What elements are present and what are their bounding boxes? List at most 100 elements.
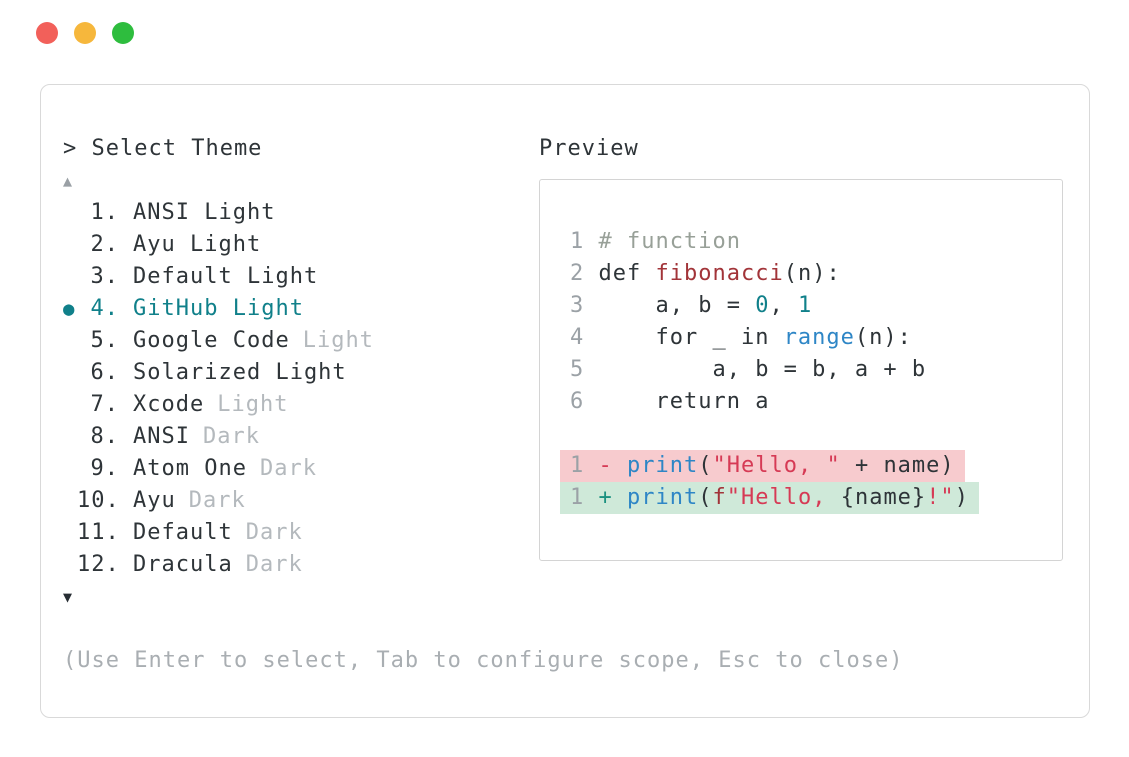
- line-number: 1: [570, 229, 599, 254]
- theme-option[interactable]: 5. Google Code Light: [41, 325, 521, 357]
- diff-removed-line: 1 - print("Hello, " + name): [540, 450, 1062, 482]
- code-token: {name}: [840, 485, 927, 510]
- option-number: 1.: [90, 200, 119, 225]
- option-number: 9.: [90, 456, 119, 481]
- code-token: for _ in: [598, 325, 784, 350]
- code-token: ,: [769, 293, 798, 318]
- option-suffix: Light: [302, 328, 374, 353]
- option-label: Solarized Light: [133, 360, 347, 385]
- code-token: f: [712, 485, 727, 510]
- option-number: 10.: [77, 488, 120, 513]
- code-token: print: [627, 485, 699, 510]
- option-number: 8.: [90, 424, 119, 449]
- code-token: !": [926, 485, 955, 510]
- option-suffix: Dark: [245, 520, 303, 545]
- option-label: Google Code: [133, 328, 290, 353]
- theme-option[interactable]: 9. Atom One Dark: [41, 453, 521, 485]
- diff-added-line: 1 + print(f"Hello, {name}!"): [540, 482, 1062, 514]
- minimize-button-icon[interactable]: [74, 22, 96, 44]
- line-number: 5: [570, 357, 599, 382]
- theme-option[interactable]: 12. Dracula Dark: [41, 549, 521, 581]
- code-token: # function: [598, 229, 741, 254]
- theme-picker-window: > Select Theme ▲ 1.ANSI Light 2.Ayu Ligh…: [40, 84, 1090, 718]
- option-label: GitHub Light: [133, 296, 304, 321]
- theme-option[interactable]: 11. Default Dark: [41, 517, 521, 549]
- option-label: Default: [133, 520, 233, 545]
- code-token: return a: [598, 389, 770, 414]
- option-number: 3.: [90, 264, 119, 289]
- line-number: 2: [570, 261, 599, 286]
- option-number: 5.: [90, 328, 119, 353]
- code-token: def: [598, 261, 656, 286]
- code-token: "Hello,: [726, 485, 841, 510]
- code-token: 1: [797, 293, 813, 318]
- removed-highlight: 1 - print("Hello, " + name): [560, 450, 965, 482]
- code-token: range: [783, 325, 855, 350]
- scroll-down-icon[interactable]: ▼: [63, 588, 73, 606]
- option-suffix: Dark: [245, 552, 303, 577]
- preview-pane: 1 # function 2 def fibonacci(n): 3 a, b …: [539, 179, 1063, 561]
- theme-option[interactable]: 6. Solarized Light: [41, 357, 521, 389]
- theme-option[interactable]: 10. Ayu Dark: [41, 485, 521, 517]
- option-suffix: Dark: [259, 456, 317, 481]
- zoom-button-icon[interactable]: [112, 22, 134, 44]
- option-suffix: Dark: [188, 488, 246, 513]
- option-number: 12.: [77, 552, 120, 577]
- preview-title: Preview: [539, 136, 639, 161]
- option-number: 11.: [77, 520, 120, 545]
- theme-option-selected[interactable]: ● 4. GitHub Light: [41, 293, 521, 325]
- code-token: + name): [840, 453, 955, 478]
- code-token: a, b = b, a + b: [598, 357, 927, 382]
- option-suffix: Dark: [202, 424, 260, 449]
- option-label: Dracula: [133, 552, 233, 577]
- theme-option[interactable]: 1. ANSI Light: [41, 197, 521, 229]
- theme-option[interactable]: 8. ANSI Dark: [41, 421, 521, 453]
- keyboard-hint-text: (Use Enter to select, Tab to configure s…: [63, 648, 904, 673]
- option-label: Atom One: [133, 456, 247, 481]
- window-controls: [36, 22, 134, 44]
- line-number: 3: [570, 293, 599, 318]
- code-line: 1 # function: [540, 226, 1062, 258]
- option-label: Default Light: [133, 264, 319, 289]
- theme-list: 1. ANSI Light 2. Ayu Light 3. Default Light…: [41, 197, 521, 581]
- code-token: (: [698, 485, 713, 510]
- option-label: ANSI: [133, 424, 190, 449]
- line-number: 1: [570, 453, 599, 478]
- code-line: 5 a, b = b, a + b: [540, 354, 1062, 386]
- code-token: (n):: [783, 261, 841, 286]
- code-token: ): [954, 485, 969, 510]
- diff-plus-token: +: [598, 485, 627, 510]
- line-number: 4: [570, 325, 599, 350]
- code-line: 3 a, b = 0, 1: [540, 290, 1062, 322]
- option-number: 6.: [90, 360, 119, 385]
- selection-bullet-icon: ●: [63, 298, 76, 320]
- code-token: (n):: [854, 325, 912, 350]
- line-number: 6: [570, 389, 599, 414]
- code-token: "Hello, ": [712, 453, 841, 478]
- theme-option[interactable]: 7. Xcode Light: [41, 389, 521, 421]
- code-token: 0: [755, 293, 770, 318]
- option-label: Xcode: [133, 392, 205, 417]
- option-number: 2.: [90, 232, 119, 257]
- close-button-icon[interactable]: [36, 22, 58, 44]
- code-token: print: [627, 453, 699, 478]
- blank-line: [540, 418, 1062, 450]
- option-number: 7.: [90, 392, 119, 417]
- code-line: 2 def fibonacci(n):: [540, 258, 1062, 290]
- code-token: fibonacci: [655, 261, 784, 286]
- option-suffix: Light: [217, 392, 289, 417]
- added-highlight: 1 + print(f"Hello, {name}!"): [560, 482, 979, 514]
- code-token: (: [698, 453, 713, 478]
- code-token: a, b =: [598, 293, 756, 318]
- theme-option[interactable]: 2. Ayu Light: [41, 229, 521, 261]
- option-label: Ayu Light: [133, 232, 262, 257]
- scroll-up-icon[interactable]: ▲: [63, 172, 73, 190]
- theme-option[interactable]: 3. Default Light: [41, 261, 521, 293]
- line-number: 1: [570, 485, 599, 510]
- option-number: 4.: [90, 296, 119, 321]
- option-label: Ayu: [133, 488, 176, 513]
- code-line: 4 for _ in range(n):: [540, 322, 1062, 354]
- code-line: 6 return a: [540, 386, 1062, 418]
- option-label: ANSI Light: [133, 200, 276, 225]
- diff-minus-token: -: [598, 453, 627, 478]
